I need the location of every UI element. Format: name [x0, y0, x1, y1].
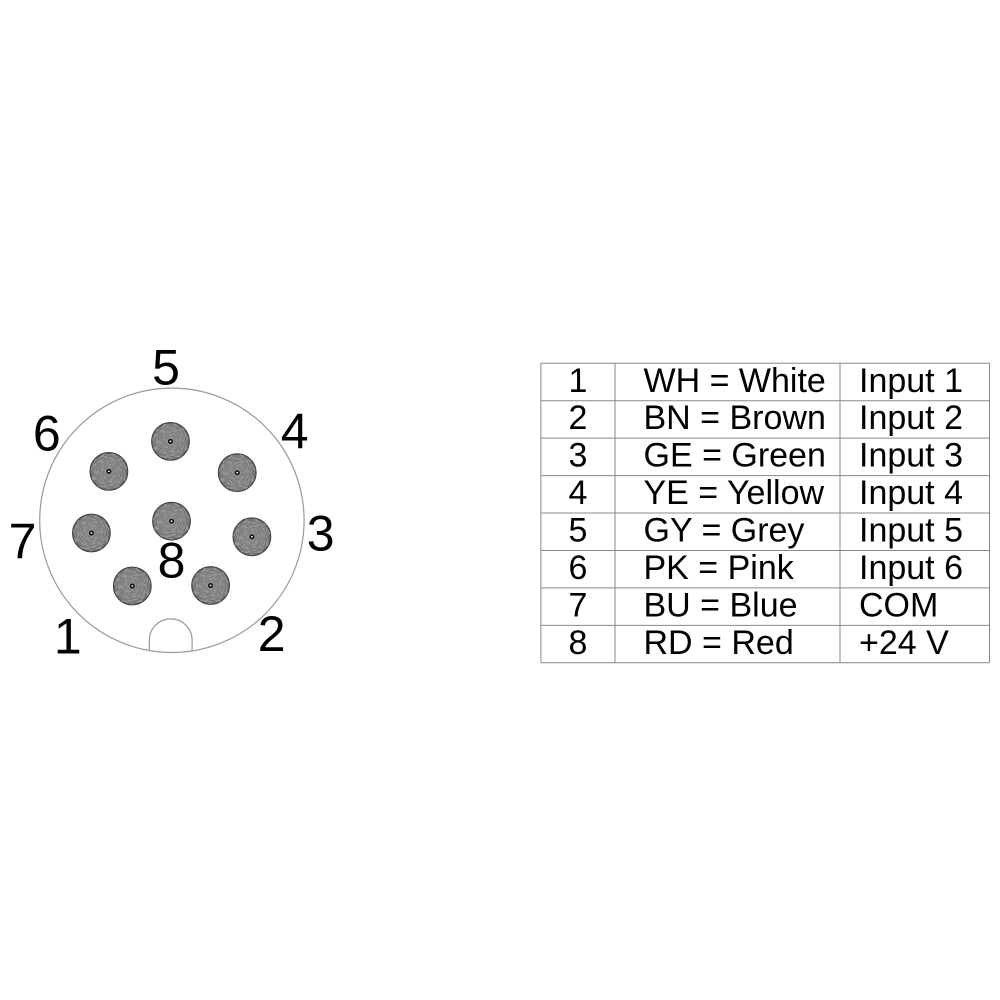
svg-text:WH = White: WH = White — [644, 362, 826, 400]
svg-text:2: 2 — [258, 606, 286, 662]
svg-text:+24 V: +24 V — [859, 624, 949, 662]
svg-text:8: 8 — [158, 533, 186, 589]
svg-text:BU = Blue: BU = Blue — [644, 586, 798, 624]
svg-text:BN = Brown: BN = Brown — [644, 399, 826, 437]
svg-text:6: 6 — [568, 549, 587, 587]
svg-text:7: 7 — [568, 586, 587, 624]
svg-text:5: 5 — [152, 340, 180, 396]
svg-text:Input 6: Input 6 — [859, 549, 963, 587]
svg-text:YE = Yellow: YE = Yellow — [644, 474, 825, 512]
svg-text:3: 3 — [307, 505, 335, 561]
svg-text:Input 2: Input 2 — [859, 399, 963, 437]
svg-text:COM: COM — [859, 586, 938, 624]
svg-text:Input 1: Input 1 — [859, 362, 963, 400]
svg-text:RD = Red: RD = Red — [644, 624, 794, 662]
svg-text:3: 3 — [568, 437, 587, 475]
svg-text:Input 3: Input 3 — [859, 437, 963, 475]
svg-text:4: 4 — [568, 474, 587, 512]
svg-text:4: 4 — [281, 403, 309, 459]
svg-text:6: 6 — [33, 406, 61, 462]
svg-text:GE = Green: GE = Green — [644, 437, 826, 475]
svg-text:Input 4: Input 4 — [859, 474, 963, 512]
svg-text:2: 2 — [568, 399, 587, 437]
svg-text:Input 5: Input 5 — [859, 512, 963, 550]
svg-text:7: 7 — [9, 513, 37, 569]
svg-text:GY = Grey: GY = Grey — [644, 512, 805, 550]
svg-text:1: 1 — [568, 362, 587, 400]
svg-text:1: 1 — [54, 608, 82, 664]
svg-text:5: 5 — [568, 512, 587, 550]
svg-text:8: 8 — [568, 624, 587, 662]
svg-text:PK = Pink: PK = Pink — [644, 549, 795, 587]
